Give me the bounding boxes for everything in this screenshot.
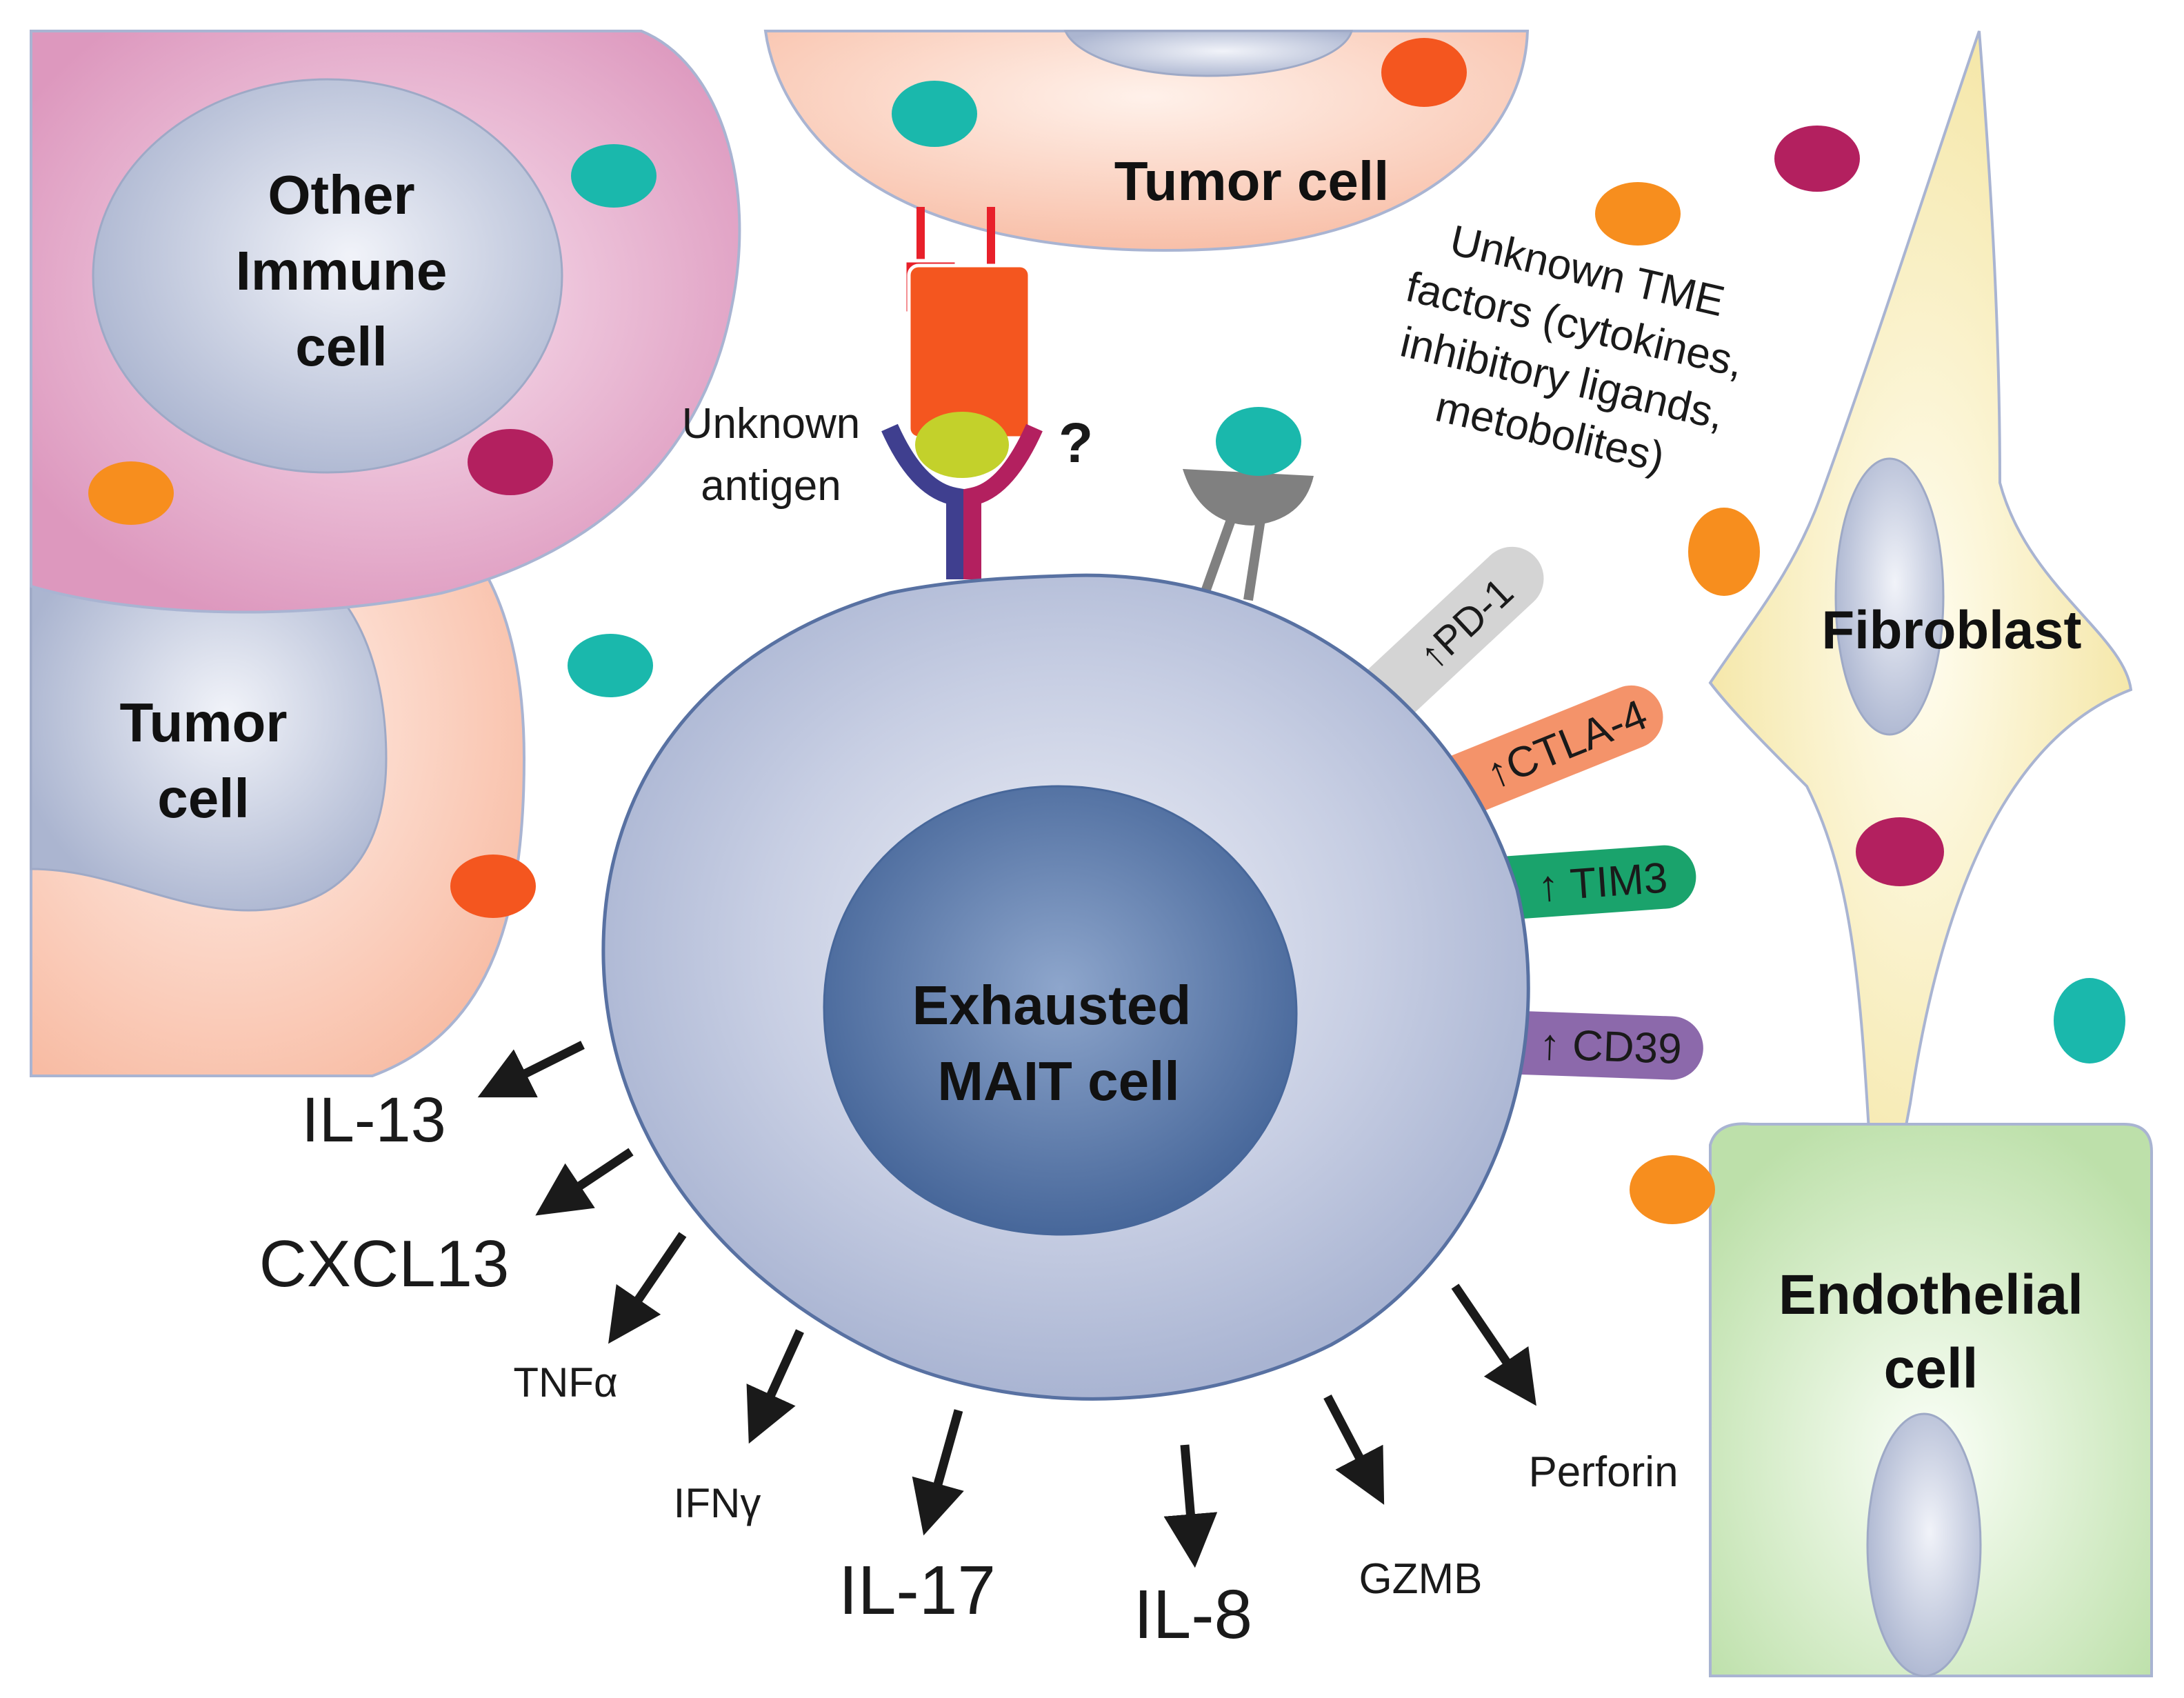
tcr-alpha-chain [881,423,964,579]
tumor-left-label-line1: Tumor [120,692,288,753]
label-il17: IL-17 [839,1552,996,1629]
tcr-antigen-complex: Unknown antigen ? [682,207,1093,579]
ctla4-label: ↑CTLA-4 [1479,691,1654,799]
label-il8: IL-8 [1134,1576,1252,1653]
immune-label-line1: Other [268,164,414,226]
label-cxcl13: CXCL13 [259,1227,510,1301]
mr1-body [907,263,1032,440]
tcr-beta-chain [963,423,1043,579]
crimson-dot [1856,817,1944,886]
endothelial-nucleus [1866,1412,1982,1677]
mait-nucleus [823,785,1298,1236]
arrow-il13 [477,1041,585,1098]
cd39-label: ↑ CD39 [1539,1021,1683,1073]
crimson-dot [468,429,553,495]
label-ifng: IFNγ [674,1480,761,1526]
teal-dot [892,81,977,147]
red-orange-dot [450,855,536,918]
exhausted-mait-cell: Exhausted MAIT cell [601,573,1530,1401]
antigen-label-line2: antigen [701,462,841,510]
teal-dot [2054,978,2125,1063]
other-immune-cell: Other Immune cell [30,30,741,614]
cytokine-receptor-cup [1183,469,1314,526]
fibroblast-label: Fibroblast [1821,599,2081,660]
label-tnfa: TNFα [513,1359,617,1406]
label-perforin: Perforin [1528,1448,1678,1496]
tumor-left-label-line2: cell [157,768,249,829]
arrow-ifng [746,1329,804,1444]
tumor-cell-left: Tumor cell [30,481,526,1077]
mait-label-line1: Exhausted [912,975,1192,1036]
arrow-cxcl13 [535,1148,634,1216]
endothelial-membrane [1709,1122,2153,1677]
orange-dot [88,461,174,525]
tim3-label: ↑ TIM3 [1536,854,1670,910]
fibroblast-nucleus [1834,457,1945,736]
crimson-dot [1774,126,1860,192]
antigen-question-mark: ? [1059,412,1093,475]
teal-dot [568,634,653,697]
immune-label-line2: Immune [236,240,448,301]
factor-dots [88,38,2125,1224]
immune-label-line3: cell [295,316,387,377]
secreted-labels: IL-13 CXCL13 TNFα IFNγ IL-17 IL-8 GZMB P… [259,1085,1679,1653]
antigen-ligand [915,412,1009,478]
arrow-perforin [1451,1284,1536,1406]
tumor-top-nucleus [1063,30,1353,77]
endothelial-label-line2: cell [1884,1337,1978,1400]
cytokine-receptor-leg-right [1243,509,1267,601]
red-orange-dot [1381,38,1467,107]
fibroblast-cell: Fibroblast [1708,30,2133,1243]
secretion-arrows [477,1041,1536,1568]
antigen-label-line1: Unknown [682,400,860,448]
arrow-tnfa [608,1232,687,1344]
orange-dot [1595,182,1681,246]
teal-dot [571,144,657,208]
tumor-left-nucleus [30,550,388,912]
tme-factors-annotation: Unknown TME factors (cytokines, inhibito… [1396,217,1747,482]
endothelial-label-line1: Endothelial [1779,1263,2083,1326]
orange-dot [1630,1155,1715,1224]
cytokine-receptor [1183,407,1314,609]
immune-nucleus [92,78,563,474]
label-il13: IL-13 [301,1085,446,1155]
pd1-tab [1357,546,1544,725]
tumor-top-label: Tumor cell [1114,150,1390,212]
arrow-il17 [912,1409,964,1536]
arrow-gzmb [1323,1394,1385,1505]
label-gzmb: GZMB [1359,1555,1482,1603]
endothelial-cell: Endothelial cell [1709,1122,2153,1677]
mait-label-line2: MAIT cell [937,1050,1179,1112]
orange-dot [1688,508,1760,596]
arrow-il8 [1163,1444,1218,1568]
bound-factor-teal [1216,407,1301,476]
